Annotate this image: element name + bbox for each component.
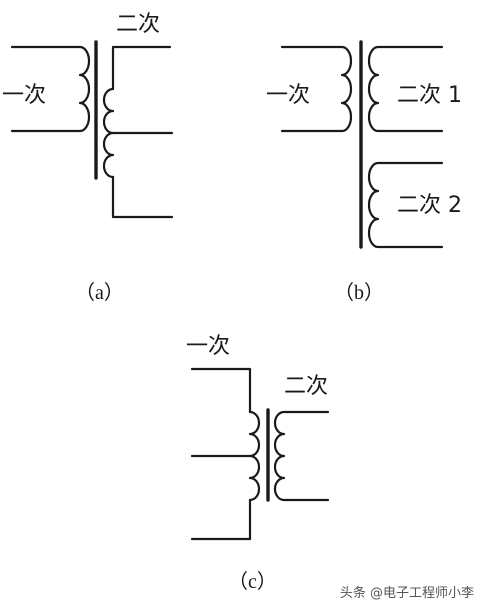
transformer-c: [190, 367, 330, 541]
caption-a: （a）: [75, 281, 124, 304]
transformer-a-primary-coil: [78, 45, 91, 133]
transformer-b: [280, 40, 444, 249]
label-c-primary: 一次: [186, 334, 230, 359]
transformer-a-secondary-lead-top: [111, 45, 172, 91]
transformer-a-secondary-coil: [102, 87, 115, 179]
caption-b: （b）: [334, 281, 384, 304]
label-b-secondary-1: 二次 1: [397, 83, 462, 108]
transformer-b-secondary-2-coil: [367, 161, 444, 249]
transformer-a: [10, 40, 174, 219]
caption-c: （c）: [228, 570, 277, 593]
label-a-secondary: 二次: [116, 12, 160, 37]
watermark-text: 头条 @电子工程师小李: [340, 585, 474, 601]
transformer-b-secondary-1-coil: [367, 45, 444, 133]
transformer-b-primary-coil: [340, 45, 353, 133]
transformer-c-secondary-coil: [273, 410, 330, 502]
transformer-c-primary-coil: [248, 410, 261, 502]
transformer-a-secondary-lead-bottom: [111, 175, 174, 219]
transformer-c-primary-lead-bottom: [190, 498, 252, 541]
label-c-secondary: 二次: [284, 374, 328, 399]
label-b-secondary-2: 二次 2: [397, 193, 462, 218]
label-b-primary: 一次: [266, 83, 310, 108]
label-a-primary: 一次: [2, 83, 46, 108]
transformer-c-primary-lead-top: [190, 367, 252, 414]
